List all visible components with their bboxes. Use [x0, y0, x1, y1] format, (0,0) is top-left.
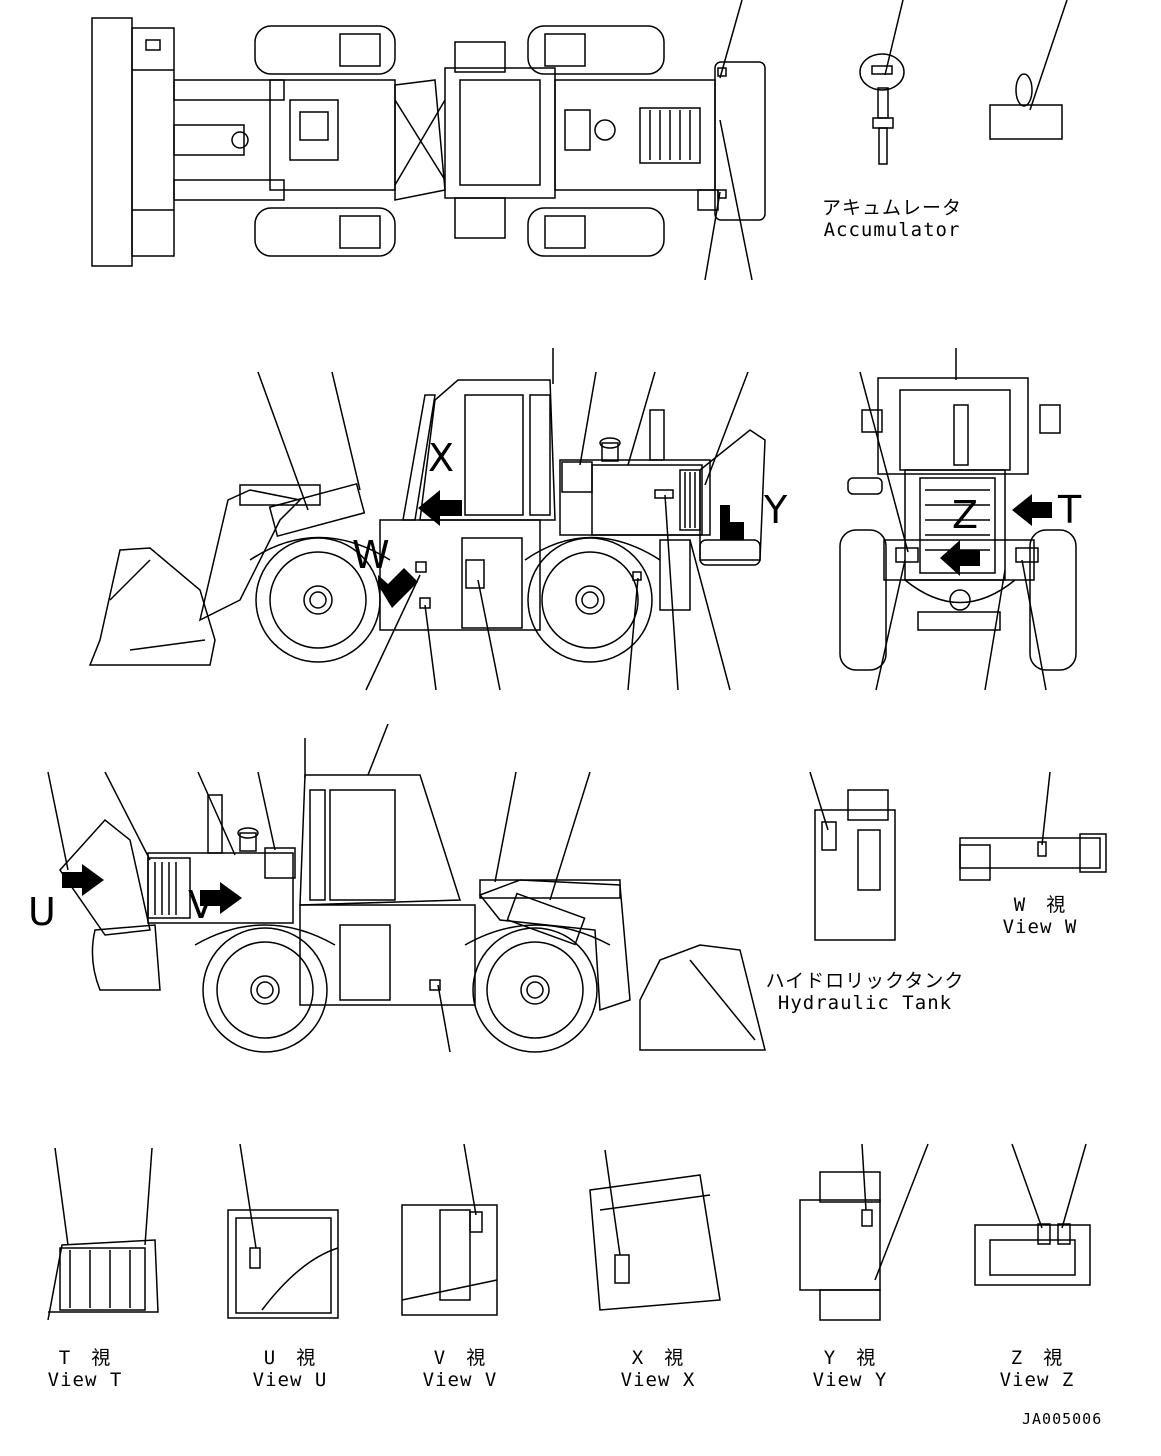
view-letter-v: V [188, 883, 214, 927]
arrow-u-icon [62, 864, 104, 896]
top-view-machine [91, 0, 766, 281]
view-w-drawing [959, 771, 1107, 881]
arrow-x-icon [418, 490, 462, 526]
accumulator-label-en: Accumulator [823, 219, 961, 241]
hydraulic-tank-drawing [809, 771, 896, 941]
view-letter-u: U [28, 890, 56, 934]
view-u-drawing [227, 1143, 339, 1319]
view-x-label: X 視 View X [603, 1347, 713, 1391]
view-z-label-jp: Z 視 [1010, 1347, 1064, 1369]
left-side-view-machine [88, 348, 766, 691]
arrow-w-icon [378, 568, 418, 608]
view-w-label-jp: W 視 [1013, 894, 1067, 916]
rear-view-machine [839, 348, 1077, 691]
view-t-drawing [47, 1147, 159, 1321]
view-x-label-en: View X [620, 1369, 696, 1391]
arrow-t-icon [1012, 494, 1052, 526]
view-letter-y: Y [764, 488, 788, 532]
view-t-label-jp: T 視 [58, 1347, 112, 1369]
view-t-label: T 視 View T [30, 1347, 140, 1391]
hydraulic-tank-label: ハイドロリックタンク Hydraulic Tank [755, 970, 975, 1014]
view-v-label-en: View V [422, 1369, 498, 1391]
hydraulic-tank-label-en: Hydraulic Tank [777, 992, 953, 1014]
arrow-v-icon [200, 882, 242, 914]
view-w-label-en: View W [1002, 916, 1078, 938]
view-u-label-jp: U 視 [263, 1347, 317, 1369]
view-y-drawing [799, 1143, 929, 1321]
view-arrows-rear [940, 494, 1052, 576]
accumulator-label-jp: アキュムレータ [821, 197, 962, 219]
view-letter-x: X [428, 436, 455, 480]
view-z-label: Z 視 View Z [982, 1347, 1092, 1391]
view-x-label-jp: X 視 [631, 1347, 685, 1369]
view-z-label-en: View Z [999, 1369, 1075, 1391]
view-w-label: W 視 View W [985, 894, 1095, 938]
view-letter-w: W [352, 533, 390, 577]
view-y-label: Y 視 View Y [795, 1347, 905, 1391]
accumulator-label: アキュムレータ Accumulator [812, 197, 972, 241]
view-x-drawing [589, 1149, 721, 1311]
view-u-label: U 視 View U [235, 1347, 345, 1391]
view-y-label-en: View Y [812, 1369, 888, 1391]
view-v-label: V 視 View V [405, 1347, 515, 1391]
view-letter-t: T [1058, 488, 1082, 532]
arrow-y-icon [720, 505, 744, 540]
view-v-label-jp: V 視 [433, 1347, 487, 1369]
view-arrows-right [62, 864, 242, 914]
view-v-drawing [401, 1143, 498, 1316]
hydraulic-tank-label-jp: ハイドロリックタンク [765, 970, 965, 992]
view-u-label-en: View U [252, 1369, 328, 1391]
arrow-z-icon [940, 540, 980, 576]
view-z-drawing [974, 1143, 1091, 1286]
view-arrows-left [378, 490, 744, 608]
accumulator-drawing [859, 0, 1068, 165]
view-letter-z: Z [952, 493, 979, 537]
view-t-label-en: View T [47, 1369, 123, 1391]
right-side-view-machine [47, 723, 766, 1053]
drawing-code: JA005006 [1022, 1410, 1103, 1428]
view-y-label-jp: Y 視 [823, 1347, 877, 1369]
